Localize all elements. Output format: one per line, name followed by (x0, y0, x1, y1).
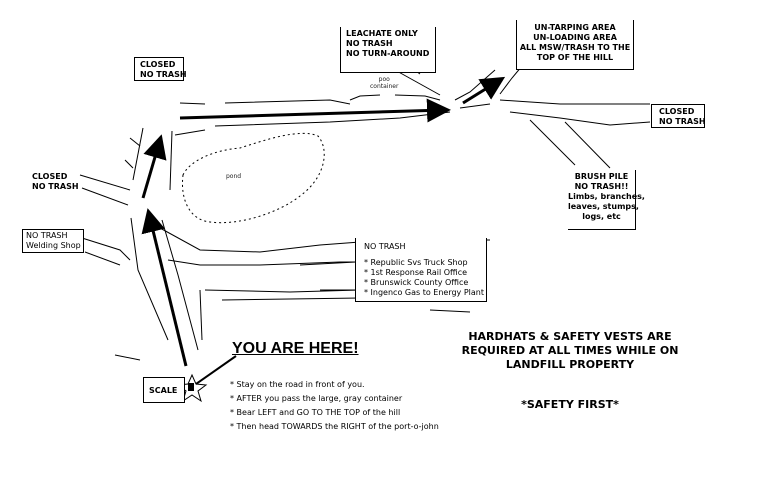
you-are-here-instructions: * Stay on the road in front of you. * AF… (230, 378, 439, 434)
label-small-container: poo container (370, 76, 398, 90)
label-text: Welding Shop (26, 241, 81, 250)
label-text: NO TRASH (364, 242, 406, 251)
instruction-line: * AFTER you pass the large, gray contain… (230, 394, 403, 403)
label-text: NO TRASH (140, 70, 187, 79)
label-scale: SCALE (143, 377, 185, 403)
label-text: logs, etc (582, 212, 621, 221)
label-text: NO TRASH (26, 231, 68, 240)
label-text: NO TRASH!! (574, 182, 629, 191)
label-text: Limbs, branches, (568, 192, 645, 201)
label-brush-pile: BRUSH PILE NO TRASH!! Limbs, branches, l… (568, 170, 645, 230)
label-text: UN-TARPING AREA (534, 23, 616, 32)
label-closed-top-left: CLOSED NO TRASH (134, 57, 187, 81)
you-are-here-title: YOU ARE HERE! (232, 340, 359, 357)
route-arrow-4 (462, 76, 506, 105)
label-text: LEACHATE ONLY (346, 29, 418, 38)
label-text: ALL MSW/TRASH TO THE (519, 43, 631, 52)
label-text: container (370, 83, 399, 90)
safety-notice: HARDHATS & SAFETY VESTS ARE REQUIRED AT … (455, 330, 685, 372)
pond (181, 132, 325, 224)
label-text: * Republic Svs Truck Shop (364, 258, 468, 267)
label-text: NO TRASH (32, 182, 79, 191)
label-text: CLOSED (659, 107, 695, 116)
label-text: UN-LOADING AREA (533, 33, 617, 42)
label-text: SCALE (149, 386, 178, 395)
safety-line: HARDHATS & SAFETY VESTS ARE (468, 330, 672, 343)
label-text: poo (378, 76, 390, 83)
safety-slogan: *SAFETY FIRST* (521, 398, 619, 411)
label-text: * Ingenco Gas to Energy Plant (364, 288, 484, 297)
label-text: leaves, stumps, (568, 202, 639, 211)
label-text: CLOSED (32, 172, 68, 181)
label-no-trash-list: NO TRASH * Republic Svs Truck Shop * 1st… (355, 238, 487, 302)
safety-line: LANDFILL PROPERTY (505, 358, 635, 371)
label-untarping: UN-TARPING AREA UN-LOADING AREA ALL MSW/… (516, 20, 634, 70)
you-are-here-pointer (195, 355, 237, 385)
label-closed-right: CLOSED NO TRASH (651, 104, 706, 128)
route-arrow-2 (141, 134, 167, 199)
label-text: NO TRASH (346, 39, 393, 48)
label-pond: pond (226, 173, 242, 180)
you-are-here-marker (188, 383, 194, 391)
instruction-line: * Then head TOWARDS the RIGHT of the por… (230, 422, 439, 431)
label-text: * 1st Response Rail Office (364, 268, 468, 277)
road-edges (79, 65, 651, 361)
label-text: TOP OF THE HILL (536, 53, 614, 62)
safety-line: REQUIRED AT ALL TIMES WHILE ON (461, 344, 679, 357)
label-text: BRUSH PILE (574, 172, 629, 181)
label-text: NO TRASH (659, 117, 706, 126)
label-text: * Brunswick County Office (364, 278, 469, 287)
instruction-line: * Stay on the road in front of you. (230, 380, 365, 389)
label-closed-left: CLOSED NO TRASH (32, 172, 79, 192)
route-arrow-3 (179, 98, 451, 123)
label-text: NO TURN-AROUND (346, 49, 430, 58)
instruction-line: * Bear LEFT and GO TO THE TOP of the hil… (230, 408, 401, 417)
label-no-trash-shop: NO TRASH Welding Shop (22, 229, 84, 253)
route-arrows (141, 76, 506, 367)
label-text: CLOSED (140, 60, 176, 69)
route-arrow-1 (141, 208, 188, 367)
label-leachate: LEACHATE ONLY NO TRASH NO TURN-AROUND (340, 27, 436, 73)
